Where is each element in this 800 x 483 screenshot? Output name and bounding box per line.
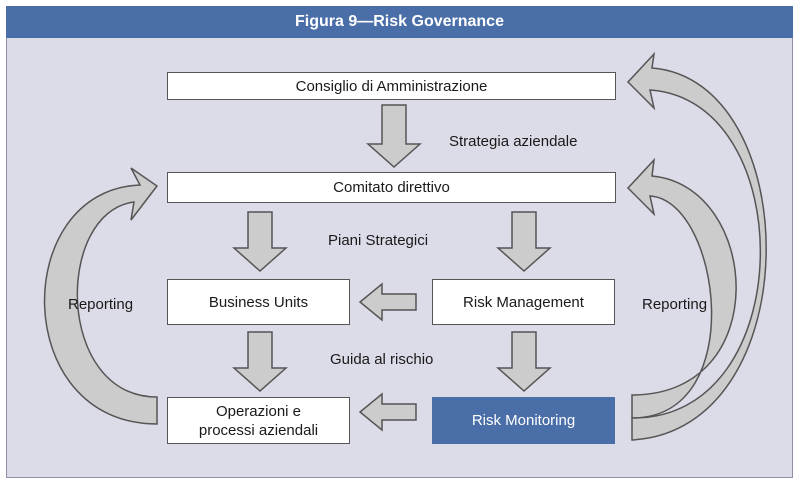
arrow-monitoring-to-operations [358,392,417,432]
figure-title: Figura 9—Risk Governance [6,6,793,38]
arrow-risk-management-to-business-units [358,282,417,322]
arrow-risk-management-to-monitoring [496,331,552,393]
risk-guide-label: Guida al rischio [330,351,434,368]
reporting-right-curve-arrow-inner [626,157,737,419]
plans-label: Piani Strategici [328,232,429,249]
risk-monitoring-box: Risk Monitoring [432,397,615,444]
committee-box: Comitato direttivo [167,172,616,203]
arrow-business-units-to-operations [232,331,288,393]
arrow-committee-to-risk-management [496,211,552,273]
business-units-box: Business Units [167,279,350,325]
reporting-left-label: Reporting [68,296,134,313]
reporting-right-label: Reporting [642,296,708,313]
reporting-right-curve-arrow-outer [626,51,767,441]
operations-box: Operazioni e processi aziendali [167,397,350,444]
risk-management-box: Risk Management [432,279,615,325]
arrow-board-to-committee [366,104,422,169]
arrow-committee-to-business-units [232,211,288,273]
strategy-label: Strategia aziendale [449,133,578,150]
board-box: Consiglio di Amministrazione [167,72,616,100]
reporting-left-curve-arrow [43,167,159,425]
